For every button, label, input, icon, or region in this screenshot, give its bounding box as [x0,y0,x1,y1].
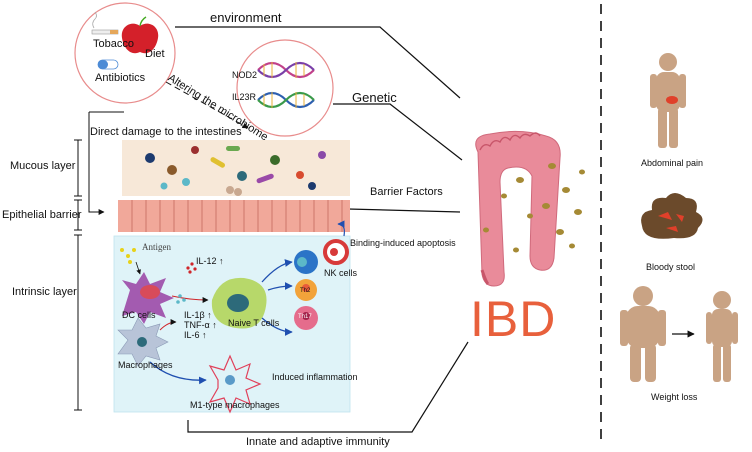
antibiotics-label: Antibiotics [95,72,146,84]
barrier-line [347,208,461,213]
apple-icon [121,16,159,54]
immunity-line [187,341,469,433]
m1-macrophage [208,354,262,414]
pill-icon [97,59,119,70]
genetic-line [333,103,463,161]
diet-label: Diet [145,48,165,60]
th2-label: Th2 [300,288,311,294]
macrophages-label: Macrophages [118,360,173,370]
naive-t-label: Naive T cells [228,318,280,328]
bloody-stool-label: Bloody stool [646,262,696,272]
naive-t-cell [211,277,267,329]
il1b-label: IL-1β ↑ [184,310,212,320]
weight-loss-label: Weight loss [651,392,698,402]
nod2-label: NOD2 [232,70,258,80]
dc-cells-label: DC cells [122,310,156,320]
dna-icon [257,61,315,109]
nk-cell [323,239,349,265]
arrow-to-th2 [267,282,293,291]
epithelial-barrier-label: Epithelial barrier [2,209,82,221]
mucous-layer-label: Mucous layer [10,160,76,172]
environment-line [175,26,461,99]
colon-illustration [475,130,561,287]
innate-adaptive-label: Innate and adaptive immunity [246,436,390,448]
m1-macrophages-label: M1-type macrophages [190,400,280,410]
il6-label: IL-6 ↑ [184,330,207,340]
genetic-label: Genetic [352,90,397,105]
arrow-mac-to-m1 [149,361,207,385]
altering-arrow [165,81,249,129]
abdominal-pain-label: Abdominal pain [641,158,704,168]
direct-damage-label: Direct damage to the intestines [90,126,242,138]
genetic-circle [236,39,334,137]
tobacco-label: Tobacco [93,38,134,50]
induced-inflammation-label: Induced inflammation [272,372,358,382]
bloody-stool-figure [641,193,703,239]
weight-loss-before [620,286,666,382]
epithelial-barrier-area [118,200,350,232]
tnfa-label: TNF-α ↑ [184,320,217,330]
layer-brackets [74,139,82,411]
arrow-dc-to-t [171,295,209,303]
cigarette-icon [91,11,119,35]
colon-dots [483,163,585,253]
dc-cell [122,272,174,324]
antigen-label: Antigen [142,242,171,252]
apoptosis-arrow [337,220,345,237]
barrier-factors-label: Barrier Factors [370,186,443,198]
antigen-dots [120,248,136,264]
binding-apoptosis-label: Binding-induced apoptosis [350,238,456,248]
arrow-mac-to-cyt [159,319,177,331]
abdominal-pain-figure [650,53,686,148]
microbes [145,146,326,196]
macrophage [117,317,169,367]
intrinsic-layer-label: Intrinsic layer [12,286,77,298]
direct-damage-arrow [88,112,105,215]
arrow-to-nk [261,259,293,283]
il23r-label: IL23R [232,92,257,102]
il12-label: IL-12 ↑ [196,256,224,266]
environment-label: environment [210,10,282,25]
arrow-to-th17 [261,317,293,336]
nk-cells-label: NK cells [324,268,358,278]
th17-label: Th17 [298,314,312,320]
ibd-title: IBD [470,291,557,347]
weight-loss-after [706,291,738,382]
